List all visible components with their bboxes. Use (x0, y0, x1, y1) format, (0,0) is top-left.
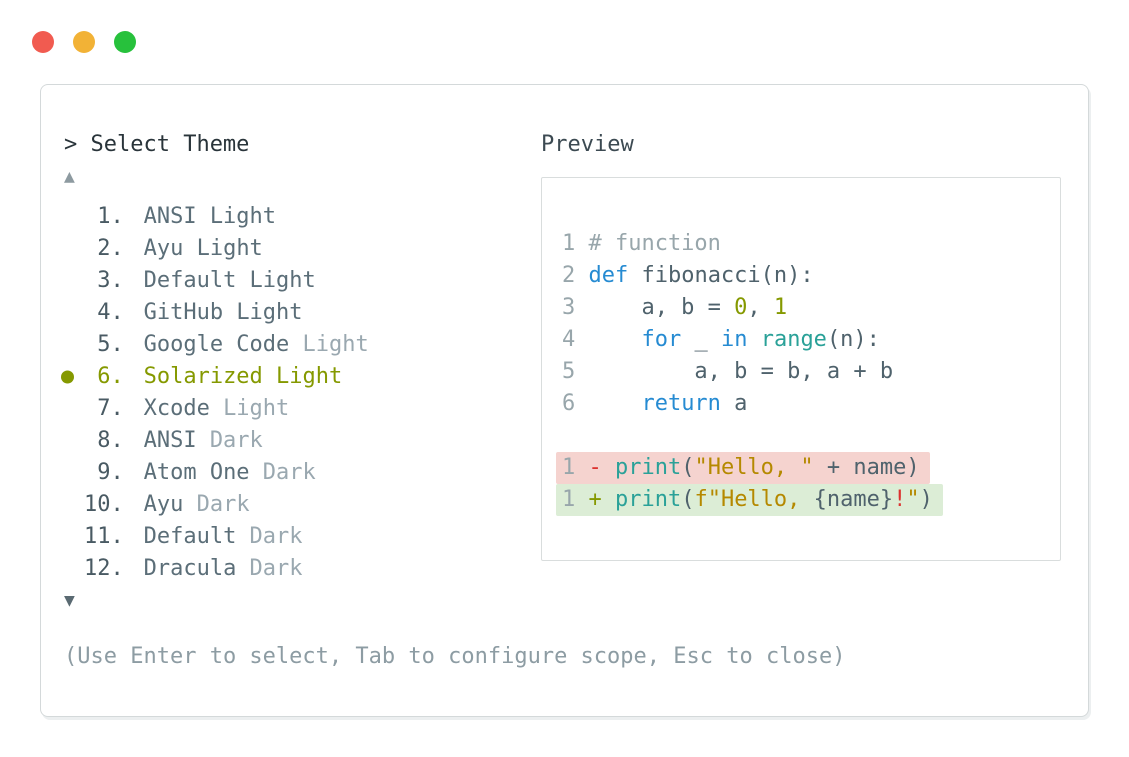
code-token: f"Hello, (694, 487, 814, 512)
code-token: ( (681, 487, 695, 512)
code-token: a (720, 391, 748, 416)
minimize-window-button[interactable] (73, 31, 95, 53)
code-token: {name} (813, 487, 894, 512)
code-token: " (906, 487, 920, 512)
code-line-3: 3 a, b = 0, 1 (562, 295, 788, 320)
code-token: 0 (734, 295, 748, 320)
code-line-5: 5 a, b = b, a + b (562, 359, 894, 384)
diff-added-line: 1+ print(f"Hello, {name}!") (556, 484, 1060, 516)
code-token: ( (681, 455, 695, 480)
code-token (747, 327, 760, 352)
code-token: print (614, 455, 682, 480)
code-token: fibonacci(n): (628, 263, 814, 288)
code-token: def (588, 263, 629, 288)
code-token: 1 (773, 295, 788, 320)
code-token: range (760, 327, 827, 352)
code-blank-line (562, 420, 1060, 452)
window-controls (32, 31, 136, 53)
code-token: , (747, 295, 774, 320)
prompt-icon: > (64, 132, 78, 157)
code-line-4: 4 for _ in range(n): (562, 327, 880, 352)
code-token (588, 327, 641, 352)
dialog-title: > Select Theme (41, 129, 541, 161)
code-token: a, b = b, a + b (588, 359, 894, 384)
code-token: (n): (826, 327, 880, 352)
scroll-down-icon[interactable]: ▼ (64, 590, 75, 611)
code-line-6: 6 return a (562, 391, 748, 416)
close-window-button[interactable] (32, 31, 54, 53)
selected-bullet-icon (61, 370, 74, 384)
code-token: for (641, 327, 682, 352)
code-token: ) (919, 487, 933, 512)
scroll-up-icon[interactable]: ▲ (64, 166, 75, 187)
code-token: return (641, 391, 721, 416)
code-token: ! (893, 487, 907, 512)
code-token: - (588, 455, 615, 480)
code-token (588, 391, 641, 416)
zoom-window-button[interactable] (114, 31, 136, 53)
code-token: print (614, 487, 682, 512)
code-token: + name) (813, 455, 920, 480)
code-token: a, b = (588, 295, 735, 320)
diff-removed-line: 1- print("Hello, " + name) (556, 452, 1060, 484)
code-token: _ (681, 327, 721, 352)
preview-label: Preview (541, 132, 634, 157)
keyboard-hints: (Use Enter to select, Tab to configure s… (64, 644, 846, 669)
code-token: "Hello, " (694, 455, 814, 480)
code-token: in (720, 327, 748, 352)
code-line-1: 1# function (562, 231, 721, 256)
code-token: + (588, 487, 615, 512)
page-title: Select Theme (90, 132, 250, 157)
code-token: # function (588, 231, 721, 256)
